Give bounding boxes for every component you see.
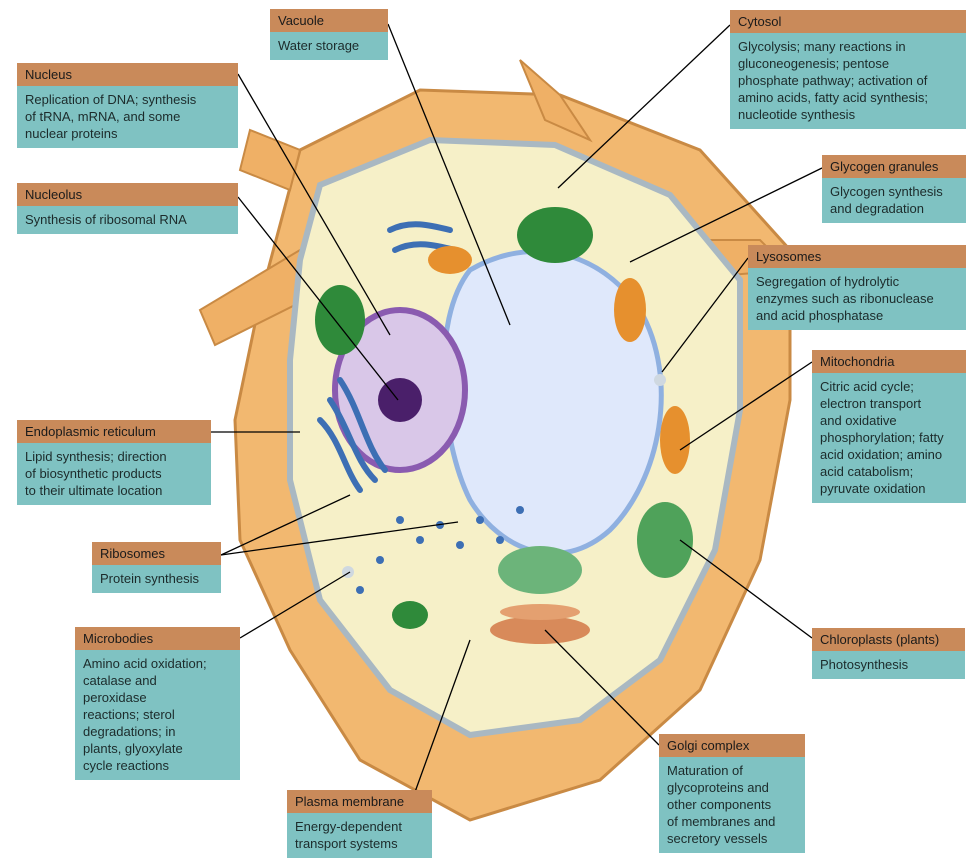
- callout-description: Lipid synthesis; direction of biosynthet…: [17, 443, 211, 505]
- chloroplast: [315, 285, 365, 355]
- callout-cytosol: Cytosol Glycolysis; many reactions in gl…: [730, 10, 966, 129]
- callout-title: Nucleolus: [17, 183, 238, 206]
- nucleolus: [378, 378, 422, 422]
- chloroplast: [637, 502, 693, 578]
- cell-wall-extension: [240, 130, 300, 190]
- callout-vacuole: Vacuole Water storage: [270, 9, 388, 60]
- mitochondrion: [660, 406, 690, 474]
- mitochondrion: [614, 278, 646, 342]
- callout-glycogen-granules: Glycogen granules Glycogen synthesis and…: [822, 155, 966, 223]
- callout-description: Protein synthesis: [92, 565, 221, 593]
- chloroplast: [498, 546, 582, 594]
- callout-title: Mitochondria: [812, 350, 966, 373]
- callout-description: Segregation of hydrolytic enzymes such a…: [748, 268, 966, 330]
- callout-title: Ribosomes: [92, 542, 221, 565]
- chloroplast: [517, 207, 593, 263]
- callout-description: Glycolysis; many reactions in gluconeoge…: [730, 33, 966, 129]
- callout-title: Endoplasmic reticulum: [17, 420, 211, 443]
- callout-title: Glycogen granules: [822, 155, 966, 178]
- callout-chloroplasts: Chloroplasts (plants) Photosynthesis: [812, 628, 965, 679]
- callout-description: Replication of DNA; synthesis of tRNA, m…: [17, 86, 238, 148]
- mitochondrion: [428, 246, 472, 274]
- callout-description: Energy-dependent transport systems: [287, 813, 432, 858]
- callout-ribosomes: Ribosomes Protein synthesis: [92, 542, 221, 593]
- callout-description: Glycogen synthesis and degradation: [822, 178, 966, 223]
- callout-description: Photosynthesis: [812, 651, 965, 679]
- callout-title: Vacuole: [270, 9, 388, 32]
- callout-description: Synthesis of ribosomal RNA: [17, 206, 238, 234]
- golgi-complex: [500, 604, 580, 620]
- callout-golgi-complex: Golgi complex Maturation of glycoprotein…: [659, 734, 805, 853]
- callout-endoplasmic-reticulum: Endoplasmic reticulum Lipid synthesis; d…: [17, 420, 211, 505]
- callout-description: Water storage: [270, 32, 388, 60]
- callout-mitochondria: Mitochondria Citric acid cycle; electron…: [812, 350, 966, 503]
- callout-title: Cytosol: [730, 10, 966, 33]
- golgi-complex: [490, 616, 590, 644]
- callout-microbodies: Microbodies Amino acid oxidation; catala…: [75, 627, 240, 780]
- lysosome: [654, 374, 666, 386]
- callout-plasma-membrane: Plasma membrane Energy-dependent transpo…: [287, 790, 432, 858]
- callout-description: Amino acid oxidation; catalase and perox…: [75, 650, 240, 780]
- callout-nucleolus: Nucleolus Synthesis of ribosomal RNA: [17, 183, 238, 234]
- callout-description: Citric acid cycle; electron transport an…: [812, 373, 966, 503]
- callout-title: Nucleus: [17, 63, 238, 86]
- callout-nucleus: Nucleus Replication of DNA; synthesis of…: [17, 63, 238, 148]
- callout-lysosomes: Lysosomes Segregation of hydrolytic enzy…: [748, 245, 966, 330]
- chloroplast: [392, 601, 428, 629]
- callout-description: Maturation of glycoproteins and other co…: [659, 757, 805, 853]
- callout-title: Lysosomes: [748, 245, 966, 268]
- callout-title: Golgi complex: [659, 734, 805, 757]
- callout-title: Microbodies: [75, 627, 240, 650]
- callout-title: Chloroplasts (plants): [812, 628, 965, 651]
- callout-title: Plasma membrane: [287, 790, 432, 813]
